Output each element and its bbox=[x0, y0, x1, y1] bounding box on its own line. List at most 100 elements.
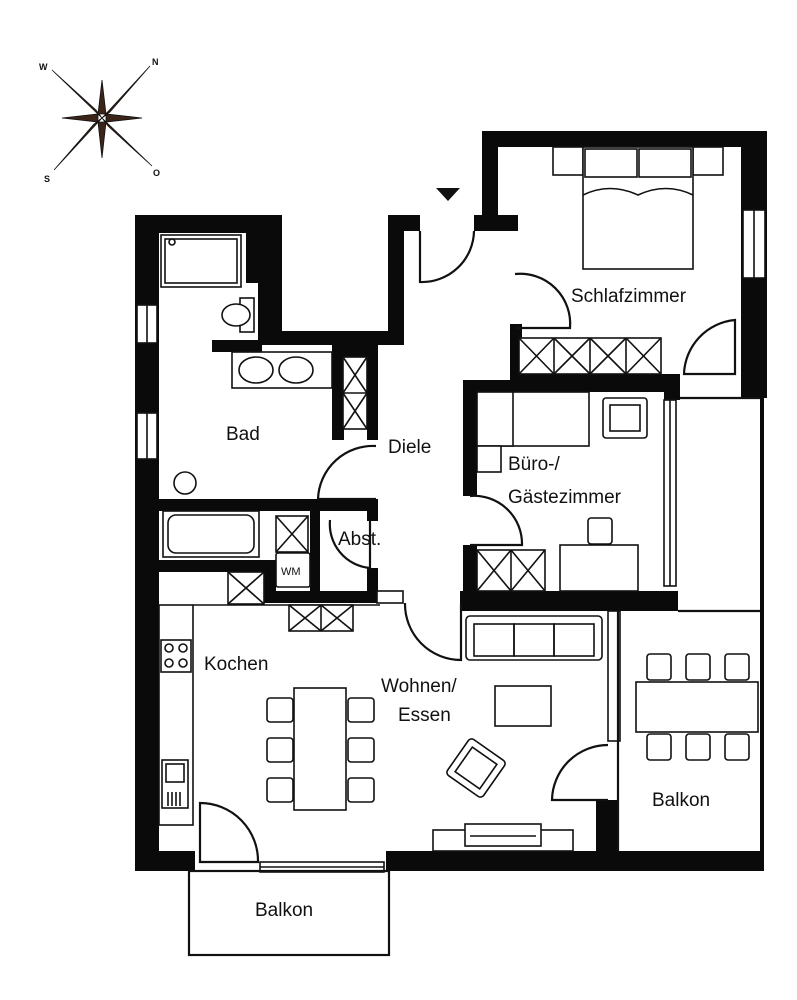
wall-bedroom-south bbox=[510, 374, 680, 392]
wall-south bbox=[386, 851, 764, 871]
room-label-buero-line2: Gästezimmer bbox=[508, 487, 622, 508]
bed-pillow-left bbox=[584, 148, 638, 178]
compass-ray-ne bbox=[101, 65, 151, 119]
wall-bath-south bbox=[159, 499, 377, 511]
balcony-table bbox=[635, 681, 759, 733]
wall-shaft-right bbox=[246, 233, 266, 283]
wall-bedroom-west bbox=[482, 131, 498, 231]
burner-2 bbox=[178, 643, 188, 653]
wall-toilet-partition bbox=[258, 283, 266, 345]
wall-sink-partition bbox=[212, 340, 262, 352]
wall-kitchen-north-mid bbox=[264, 560, 276, 603]
office-bed-foot bbox=[476, 445, 502, 473]
wall-living-east-lower bbox=[596, 800, 618, 860]
room-label-balkon-south: Balkon bbox=[255, 900, 313, 921]
compass-ray-e bbox=[105, 113, 143, 123]
nightstand-left bbox=[552, 146, 584, 176]
shower-drain-icon bbox=[168, 238, 176, 246]
room-label-schlafzimmer: Schlafzimmer bbox=[571, 286, 687, 307]
nightstand-right bbox=[692, 146, 724, 176]
compass-ray-w bbox=[61, 113, 99, 123]
room-label-balkon-east: Balkon bbox=[652, 790, 710, 811]
tv bbox=[464, 823, 542, 847]
entrance-arrow-icon bbox=[436, 188, 460, 201]
sink-right bbox=[278, 356, 314, 384]
compass-ray-n bbox=[97, 79, 107, 115]
door-living bbox=[403, 602, 463, 662]
room-label-bad: Bad bbox=[226, 424, 260, 445]
room-label-wohnen-line2: Essen bbox=[398, 705, 451, 726]
office-armchair bbox=[602, 397, 648, 439]
wall-bath-right-upper bbox=[266, 215, 282, 345]
compass-label-north: N bbox=[152, 57, 159, 67]
sink-left bbox=[238, 356, 274, 384]
compass-ray-s bbox=[97, 121, 107, 159]
wall-bath-east bbox=[332, 345, 344, 440]
wall-entrance-left bbox=[388, 215, 420, 231]
room-label-wohnen-line1: Wohnen/ bbox=[381, 676, 457, 697]
balcony-chair-t3 bbox=[724, 653, 750, 681]
door-bedroom-balcony bbox=[682, 318, 737, 376]
balcony-chair-b2 bbox=[685, 733, 711, 761]
burner-4 bbox=[178, 658, 188, 668]
balcony-chair-b3 bbox=[724, 733, 750, 761]
dining-table bbox=[293, 687, 347, 811]
compass-label-east: O bbox=[153, 168, 160, 178]
balcony-chair-t1 bbox=[646, 653, 672, 681]
office-desk bbox=[559, 544, 639, 592]
washing-machine-label: WM bbox=[281, 566, 301, 578]
balcony-chair-t2 bbox=[685, 653, 711, 681]
sofa bbox=[465, 615, 603, 661]
window-diele-living bbox=[376, 590, 404, 604]
shower bbox=[160, 234, 242, 288]
wall-abst-east-lower bbox=[367, 568, 378, 603]
doors bbox=[198, 230, 737, 864]
compass-ray-sw bbox=[53, 117, 103, 171]
door-office bbox=[469, 494, 524, 547]
dining-furniture bbox=[266, 687, 375, 811]
door-bath bbox=[316, 444, 377, 501]
wall-south-kitchen bbox=[135, 851, 195, 871]
wall-balcony-east-side bbox=[760, 398, 764, 858]
coffee-table bbox=[494, 685, 552, 727]
dining-chair-r1 bbox=[347, 697, 375, 723]
dining-chair-l3 bbox=[266, 777, 294, 803]
room-label-diele: Diele bbox=[388, 437, 431, 458]
wall-abst-west bbox=[310, 511, 320, 591]
wall-storage-cabinet-frame bbox=[332, 345, 378, 357]
compass-label-west: W bbox=[39, 62, 48, 72]
floor-drain-icon bbox=[173, 471, 197, 495]
wall-office-south bbox=[460, 591, 678, 611]
bed-blanket bbox=[582, 187, 694, 196]
dining-chair-l2 bbox=[266, 737, 294, 763]
room-label-abst: Abst. bbox=[338, 529, 381, 550]
interior-walls bbox=[159, 233, 680, 860]
room-label-kochen: Kochen bbox=[204, 654, 268, 675]
kitchen-fixtures bbox=[158, 571, 380, 826]
toilet-bowl bbox=[221, 303, 251, 327]
compass-label-south: S bbox=[44, 174, 50, 184]
wall-bath-top bbox=[135, 215, 282, 233]
wall-office-top bbox=[463, 380, 523, 392]
bedroom-furniture bbox=[518, 146, 724, 375]
burner-3 bbox=[164, 658, 174, 668]
bath-fixtures bbox=[160, 234, 368, 558]
office-furniture bbox=[476, 391, 648, 592]
balcony-east-furniture bbox=[635, 653, 759, 761]
office-desk-chair bbox=[587, 517, 613, 545]
wall-kitchen-north-right bbox=[264, 591, 377, 603]
dining-chair-r3 bbox=[347, 777, 375, 803]
room-label-buero-line1: Büro-/ bbox=[508, 454, 560, 475]
dining-chair-l1 bbox=[266, 697, 294, 723]
abst-fixtures: WM bbox=[275, 515, 311, 588]
wall-abst-east bbox=[367, 499, 378, 521]
door-entrance bbox=[418, 230, 476, 284]
door-living-balcony bbox=[550, 743, 609, 802]
wall-notch-right bbox=[388, 215, 404, 345]
wall-north bbox=[482, 131, 767, 147]
burner-1 bbox=[164, 643, 174, 653]
wall-office-east bbox=[664, 374, 680, 400]
wall-kitchen-north bbox=[159, 560, 269, 572]
compass-ray-se bbox=[101, 117, 153, 167]
bed-pillow-right bbox=[638, 148, 692, 178]
